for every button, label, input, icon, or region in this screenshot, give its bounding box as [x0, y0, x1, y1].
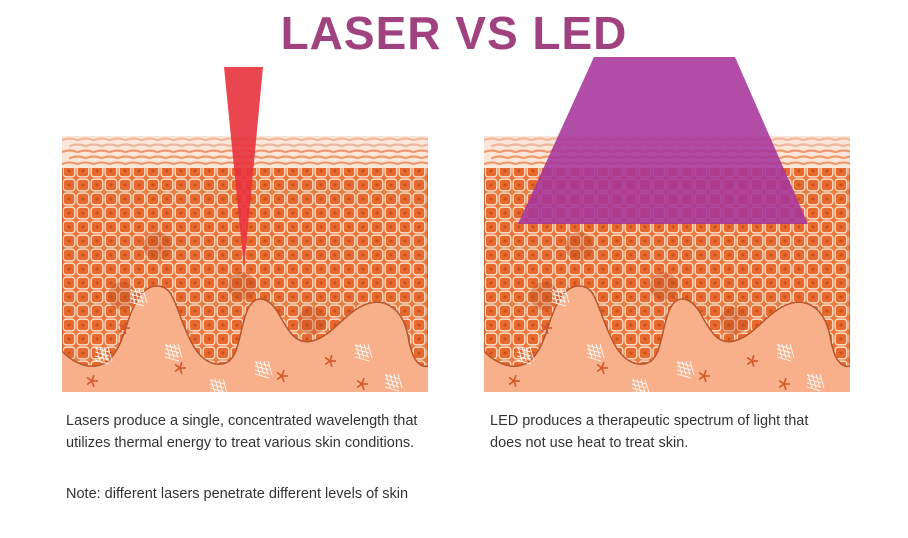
laser-note: Note: different lasers penetrate differe… [66, 486, 409, 502]
page-title: LASER VS LED [280, 7, 628, 59]
led-caption-line-1: LED produces a therapeutic spectrum of l… [490, 413, 809, 429]
laser-beam [224, 67, 263, 268]
laser-caption: Lasers produce a single, concentrated wa… [66, 410, 426, 454]
led-light-beam [518, 57, 808, 224]
dermis-details [508, 288, 825, 392]
laser-caption-line-2: utilizes thermal energy to treat various… [66, 435, 415, 451]
led-caption-line-2: does not use heat to treat skin. [490, 435, 689, 451]
epidermis-layer [62, 166, 428, 367]
led-caption: LED produces a therapeutic spectrum of l… [490, 410, 850, 454]
dermis-details [86, 288, 403, 392]
laser-caption-line-1: Lasers produce a single, concentrated wa… [66, 413, 418, 429]
